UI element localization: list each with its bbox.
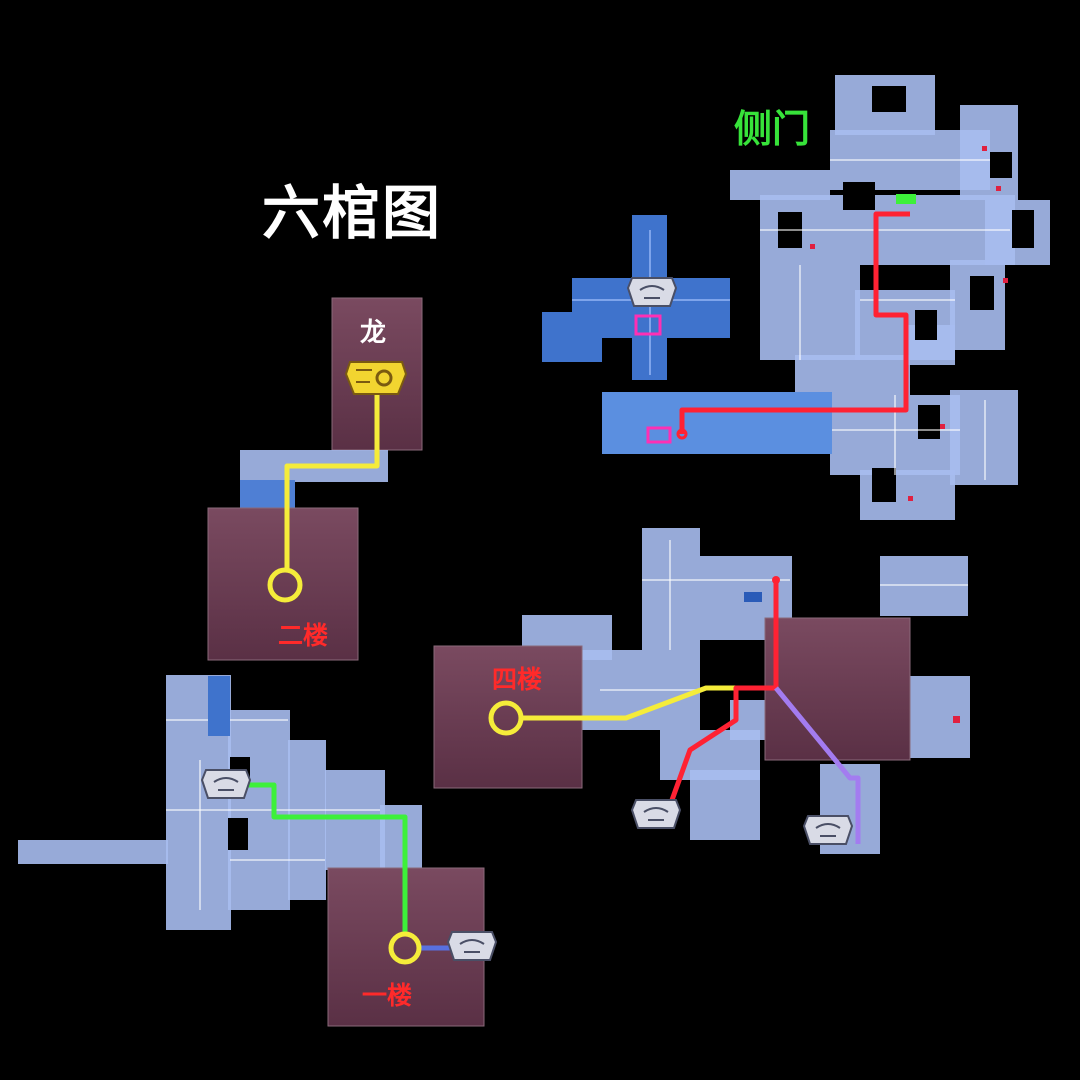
- coffin-icon: [200, 769, 252, 799]
- coffin-icon: [626, 277, 678, 307]
- route-red-top: [679, 211, 910, 434]
- route-green: [240, 782, 408, 935]
- floor-marker-icon: [488, 700, 524, 736]
- side-door-marker: [896, 194, 916, 204]
- pink-marker: [634, 314, 662, 336]
- route-purple: [774, 686, 861, 844]
- floor-1-label: 一楼: [362, 981, 413, 1010]
- dragon-label: 龙: [360, 318, 387, 348]
- map-title: 六棺图: [262, 179, 443, 247]
- top-right-grid: [760, 159, 1010, 480]
- floor4-grid: [600, 540, 968, 691]
- route-yellow-dragon: [284, 388, 380, 570]
- coffin-icon: [446, 931, 498, 961]
- floor4-right-boss-room: [764, 617, 911, 761]
- side-door-label: 侧门: [734, 107, 811, 151]
- top-right-red-dots: [810, 146, 1008, 501]
- coffin-icon: [802, 815, 854, 845]
- floor-marker-icon: [388, 931, 422, 965]
- area-floor-2: [207, 297, 423, 661]
- pink-marker: [646, 426, 672, 444]
- coffin-icon: [630, 799, 682, 829]
- floor-marker-icon: [267, 567, 303, 603]
- dragon-coffin-icon: [344, 361, 408, 395]
- route-red-floor4-a: [669, 580, 779, 801]
- floor-4-label: 四楼: [492, 665, 543, 694]
- floor-2-label: 二楼: [278, 621, 329, 650]
